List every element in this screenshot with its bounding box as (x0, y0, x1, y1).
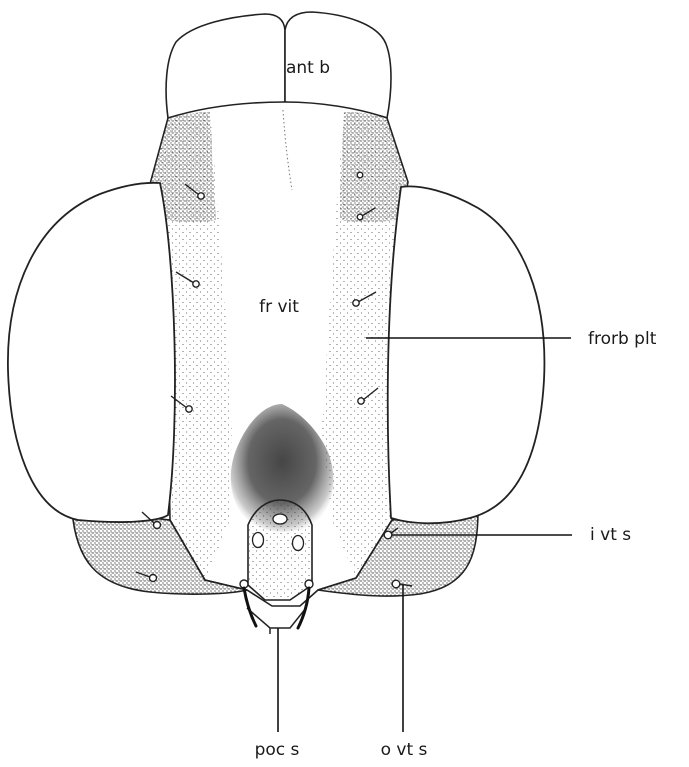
outer-vertical-seta-left (150, 575, 157, 582)
orbital-seta-left-2 (193, 281, 199, 287)
label-postocellar-seta: poc s (255, 740, 300, 760)
inner-vertical-seta-right (384, 531, 392, 539)
eye-right (388, 186, 545, 523)
ocellus-left (253, 533, 264, 548)
label-inner-vertical-seta: i vt s (590, 525, 631, 545)
outer-vertical-seta-right (392, 580, 400, 588)
eye-left (8, 183, 175, 522)
orbital-seta-right-3 (353, 300, 359, 306)
ocellus-anterior (273, 514, 287, 524)
orbital-seta-right-2 (357, 214, 363, 220)
orbital-seta-right-4 (358, 398, 364, 404)
orbital-seta-left-1 (198, 193, 204, 199)
label-outer-vertical-seta: o vt s (381, 740, 428, 760)
label-fronto-orbital-plate: frorb plt (588, 329, 657, 349)
orbital-seta-left-3 (186, 406, 192, 412)
occiput-outline (247, 608, 306, 634)
inner-vertical-seta-left (154, 522, 161, 529)
ocellus-right (293, 536, 304, 551)
orbital-seta-right-1 (357, 172, 363, 178)
label-frontal-vitta: fr vit (259, 297, 299, 317)
label-antenna-base: ant b (286, 58, 330, 78)
